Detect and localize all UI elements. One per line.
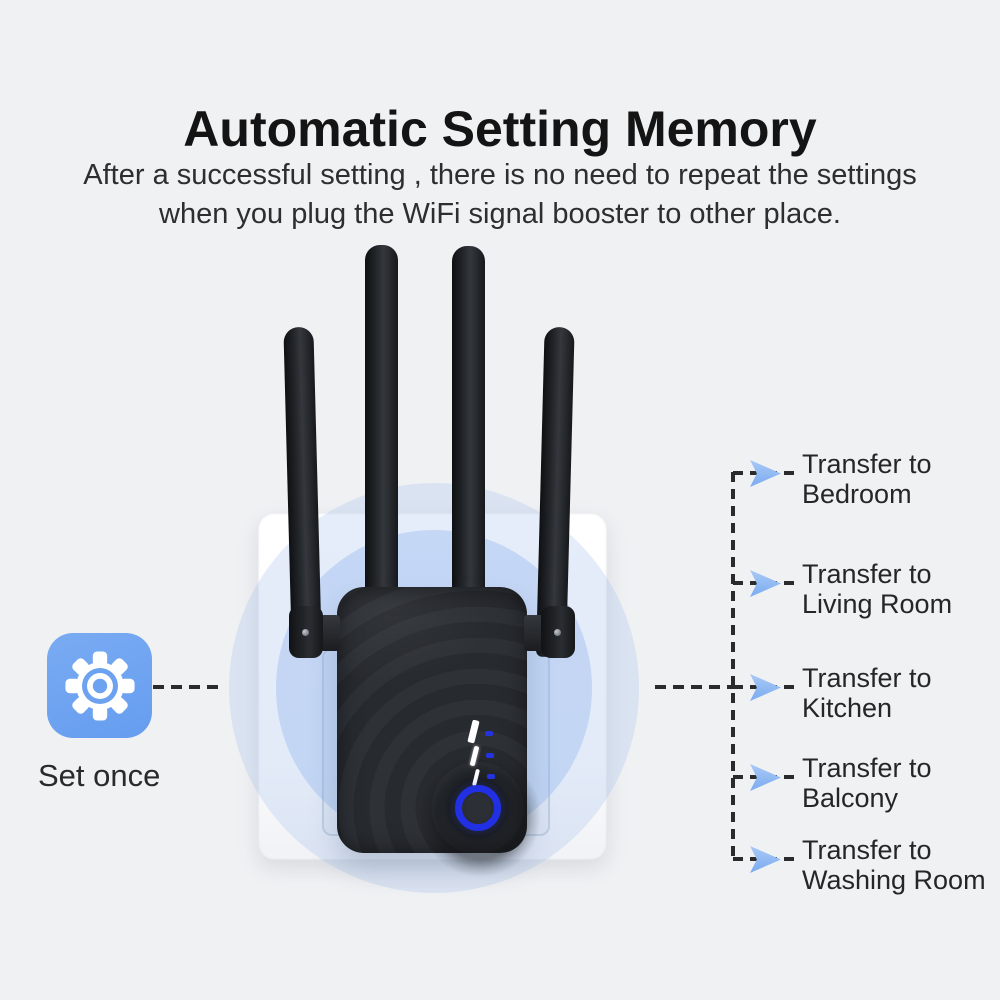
subtitle-line2: when you plug the WiFi signal booster to… bbox=[159, 198, 841, 230]
transfer-label: Transfer to Washing Room bbox=[802, 835, 986, 895]
antenna-screw-left bbox=[302, 629, 309, 636]
page-title: Automatic Setting Memory bbox=[183, 100, 817, 157]
antenna-screw-right bbox=[554, 629, 561, 636]
transfer-label-line1: Transfer to bbox=[802, 753, 932, 783]
transfer-label-line1: Transfer to bbox=[802, 449, 932, 479]
transfer-label-line2: Balcony bbox=[802, 783, 899, 813]
set-once-label: Set once bbox=[38, 758, 161, 793]
dashed-trunk-line bbox=[731, 472, 735, 862]
transfer-label-line1: Transfer to bbox=[802, 559, 932, 589]
dashed-connector-left bbox=[153, 685, 221, 689]
led-dot-2 bbox=[486, 753, 494, 758]
wps-button bbox=[455, 785, 501, 831]
led-dot-1 bbox=[485, 731, 493, 736]
transfer-label-line2: Kitchen bbox=[802, 693, 893, 723]
antenna-joint-left bbox=[320, 615, 340, 651]
transfer-label: Transfer to Bedroom bbox=[802, 449, 932, 509]
subtitle-line1: After a successful setting , there is no… bbox=[83, 159, 917, 191]
transfer-label-line2: Washing Room bbox=[802, 865, 986, 895]
gear-icon-tile bbox=[47, 633, 152, 738]
led-dot-3 bbox=[487, 774, 495, 779]
antenna-middle-left bbox=[365, 245, 398, 603]
antenna-middle-right bbox=[452, 246, 485, 603]
transfer-label: Transfer to Balcony bbox=[802, 753, 932, 813]
gear-icon bbox=[64, 650, 135, 721]
transfer-label-line1: Transfer to bbox=[802, 663, 932, 693]
dashed-connector-device bbox=[655, 685, 733, 689]
transfer-label-line2: Living Room bbox=[802, 589, 953, 619]
antenna-joint-right bbox=[524, 615, 544, 651]
transfer-label-line1: Transfer to bbox=[802, 835, 932, 865]
transfer-label: Transfer to Living Room bbox=[802, 559, 952, 619]
transfer-label: Transfer to Kitchen bbox=[802, 663, 932, 723]
transfer-label-line2: Bedroom bbox=[802, 479, 912, 509]
